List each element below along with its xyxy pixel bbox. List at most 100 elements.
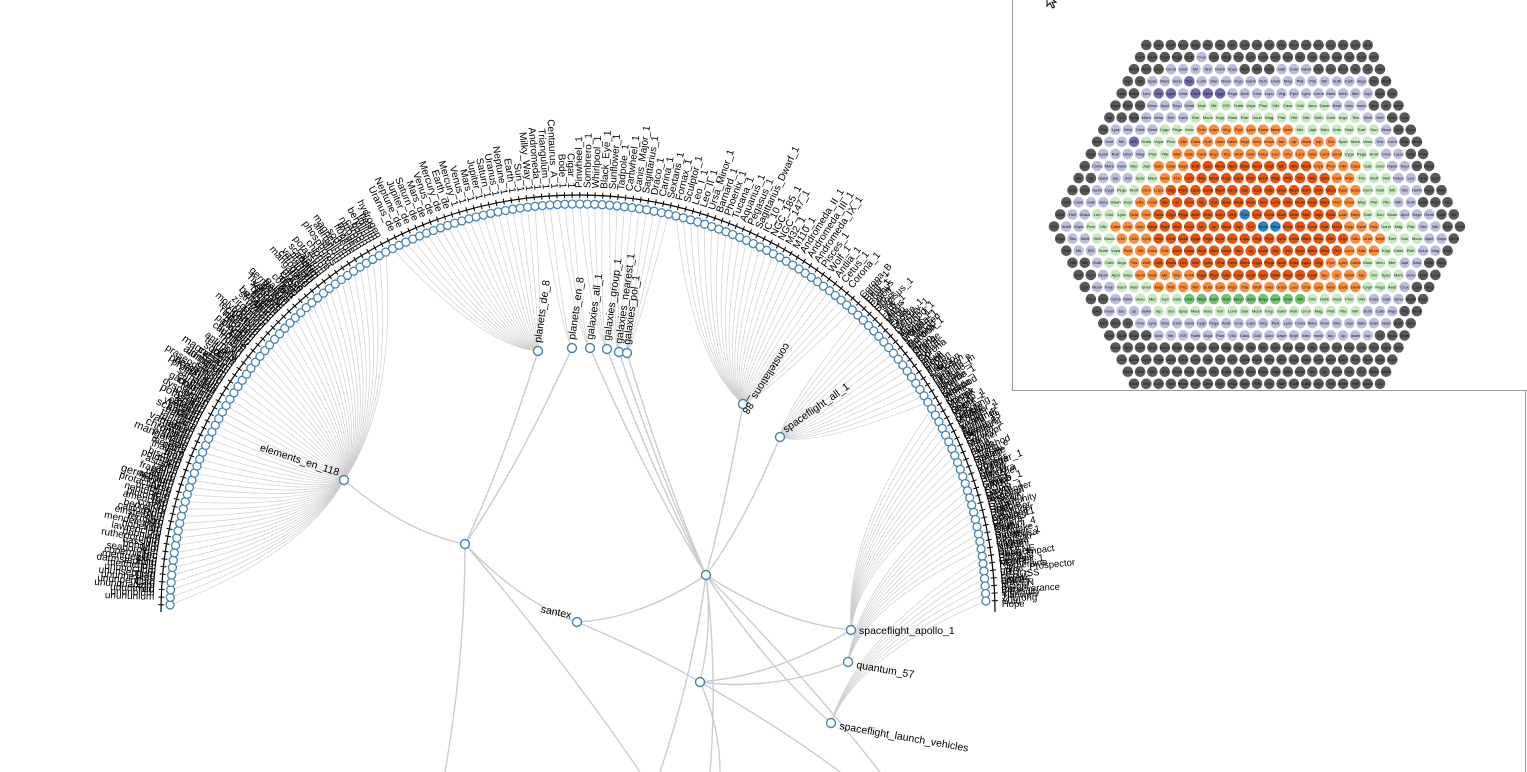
- hex-cell[interactable]: Soyu: [1404, 123, 1417, 136]
- hex-cell[interactable]: up: [1361, 63, 1374, 76]
- hex-cell[interactable]: Mer: [1294, 51, 1306, 63]
- leaf-node[interactable]: [858, 315, 868, 325]
- hex-cell[interactable]: Pyxi: [1269, 317, 1282, 330]
- leaf-node[interactable]: [800, 268, 810, 278]
- hex-cell[interactable]: Argo: [1207, 147, 1220, 160]
- hex-cell[interactable]: Eart: [1361, 208, 1374, 221]
- hex-cell[interactable]: Argo: [1294, 341, 1306, 354]
- hex-cell[interactable]: muon: [1423, 160, 1436, 172]
- hex-cell[interactable]: Virg: [1404, 147, 1417, 160]
- hex-cell[interactable]: Tita: [1367, 75, 1380, 88]
- hex-cell[interactable]: Coma: [1091, 160, 1104, 172]
- hex-cell[interactable]: Virg: [1164, 184, 1177, 197]
- hex-cell[interactable]: Vost: [1435, 208, 1448, 221]
- leaf-node[interactable]: [627, 202, 637, 213]
- hex-cell[interactable]: muon: [1220, 244, 1233, 257]
- hex-cell[interactable]: Venu: [1374, 256, 1386, 269]
- hex-cell[interactable]: Vost: [1060, 244, 1073, 257]
- leaf-node[interactable]: [567, 199, 577, 209]
- hex-cell[interactable]: Vela: [1121, 123, 1134, 136]
- hex-cell[interactable]: Satu: [1318, 123, 1331, 136]
- hex-cell[interactable]: Carb: [1324, 111, 1337, 124]
- leaf-node[interactable]: [537, 200, 548, 211]
- hex-cell[interactable]: Mars: [1269, 51, 1282, 63]
- hex-cell[interactable]: Andr: [1220, 317, 1233, 330]
- leaf-node[interactable]: [612, 201, 622, 211]
- hex-cell[interactable]: elec: [1208, 244, 1220, 257]
- hex-cell[interactable]: Jupi: [1158, 293, 1171, 305]
- hex-cell[interactable]: Eart: [1386, 232, 1399, 245]
- hex-cell[interactable]: Lumi: [1134, 341, 1146, 354]
- hex-cell[interactable]: Hubb: [1214, 63, 1226, 76]
- hex-cell[interactable]: Mars: [1306, 317, 1319, 330]
- hex-cell[interactable]: Sun: [1367, 51, 1380, 63]
- hex-cell[interactable]: top: [1152, 305, 1165, 318]
- hex-cell[interactable]: Mars: [1121, 293, 1134, 305]
- leaf-node[interactable]: [642, 205, 652, 215]
- hex-cell[interactable]: Gami: [1355, 220, 1368, 233]
- hex-cell[interactable]: Crux: [1398, 281, 1411, 293]
- hex-cell[interactable]: Kryp: [1189, 377, 1202, 390]
- hex-cell[interactable]: ISS: [1085, 244, 1097, 257]
- hex-cell[interactable]: Venu: [1287, 208, 1300, 221]
- hex-cell[interactable]: Wolf: [1054, 208, 1067, 221]
- hex-cell[interactable]: Virg: [1201, 353, 1214, 366]
- hex-cell[interactable]: Tita: [1441, 196, 1454, 209]
- hex-cell[interactable]: Cass: [1146, 244, 1159, 257]
- hex-cell[interactable]: Unun: [1251, 111, 1263, 124]
- hex-cell[interactable]: Nept: [1287, 184, 1300, 197]
- hex-cell[interactable]: Ytte: [1294, 172, 1306, 184]
- hex-cell[interactable]: elec: [1134, 196, 1147, 209]
- hex-cell[interactable]: Vela: [1306, 147, 1319, 160]
- hex-cell[interactable]: Mag: [1263, 111, 1276, 124]
- hex-cell[interactable]: Venu: [1201, 305, 1214, 318]
- hex-cell[interactable]: Dawn: [1300, 63, 1313, 76]
- leaf-node[interactable]: [605, 200, 615, 210]
- hub-node[interactable]: [621, 347, 633, 359]
- hex-cell[interactable]: Gemi: [1251, 160, 1263, 172]
- hub-node[interactable]: [532, 345, 544, 357]
- hex-cell[interactable]: Unun: [1177, 39, 1190, 51]
- hex-cell[interactable]: Hubb: [1183, 268, 1196, 281]
- leaf-node[interactable]: [976, 544, 986, 554]
- hex-cell[interactable]: Nitr: [1078, 256, 1091, 269]
- hex-cell[interactable]: Nitr: [1429, 220, 1442, 233]
- hex-cell[interactable]: Moon: [1207, 172, 1220, 184]
- hex-cell[interactable]: Wolf: [1232, 147, 1245, 160]
- hex-cell[interactable]: Wolf: [1140, 256, 1153, 269]
- hex-cell[interactable]: Pega: [1171, 51, 1183, 63]
- hex-cell[interactable]: Terr: [1331, 244, 1343, 257]
- hex-cell[interactable]: Star: [1318, 220, 1331, 233]
- hex-cell[interactable]: Mer: [1275, 353, 1288, 366]
- hex-cell[interactable]: Voya: [1226, 63, 1239, 76]
- hex-cell[interactable]: Eart: [1072, 268, 1085, 281]
- hex-cell[interactable]: Ytte: [1337, 305, 1349, 318]
- hex-cell[interactable]: Nept: [1324, 353, 1337, 366]
- hex-cell[interactable]: Satu: [1300, 353, 1313, 366]
- hex-cell[interactable]: Suth: [1312, 111, 1325, 124]
- hex-cell[interactable]: Carb: [1281, 341, 1294, 354]
- hex-cell[interactable]: Crux: [1380, 147, 1393, 160]
- hex-cell[interactable]: Nitr: [1226, 39, 1239, 51]
- leaf-node[interactable]: [619, 202, 630, 212]
- hex-cell[interactable]: down: [1343, 268, 1356, 281]
- leaf-node[interactable]: [522, 202, 533, 212]
- hex-cell[interactable]: Kepl: [1312, 63, 1325, 76]
- hex-cell[interactable]: top: [1312, 135, 1325, 148]
- hex-cell[interactable]: top: [1195, 196, 1208, 209]
- hex-cell[interactable]: Mer: [1146, 293, 1159, 305]
- hex-cell[interactable]: Argo: [1226, 281, 1239, 293]
- hex-cell[interactable]: Pega: [1263, 256, 1276, 269]
- leaf-node[interactable]: [975, 536, 985, 547]
- hex-cell[interactable]: Crux: [1232, 317, 1245, 330]
- hex-cell[interactable]: Spac: [1337, 135, 1349, 148]
- hex-cell[interactable]: Uran: [1330, 51, 1343, 63]
- hex-cell[interactable]: Orio: [1189, 256, 1202, 269]
- hex-cell[interactable]: elec: [1171, 220, 1183, 233]
- hex-cell[interactable]: Voya: [1201, 329, 1214, 342]
- hex-cell[interactable]: Mars: [1349, 135, 1362, 148]
- hex-cell[interactable]: elec: [1294, 268, 1306, 281]
- hex-cell[interactable]: Nitr: [1318, 75, 1331, 88]
- leaf-node[interactable]: [590, 199, 600, 209]
- hex-cell[interactable]: Lupu: [1214, 208, 1226, 221]
